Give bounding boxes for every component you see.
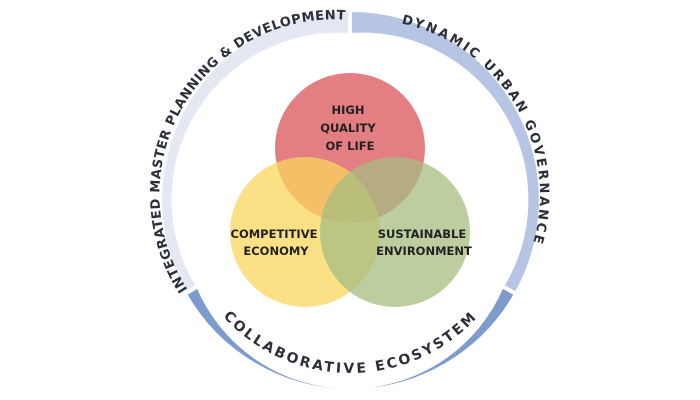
ring-segment-bottom (182, 283, 519, 393)
label-high-quality-of-life: HIGH QUALITY OF LIFE (320, 103, 379, 153)
outer-ring (158, 7, 543, 393)
label-sustainable-environment: SUSTAINABLE ENVIRONMENT (376, 227, 472, 258)
label-competitive-economy: COMPETITIVE ECONOMY (231, 227, 322, 258)
venn-diagram (230, 73, 470, 307)
circle-sustainable-environment (320, 157, 470, 307)
